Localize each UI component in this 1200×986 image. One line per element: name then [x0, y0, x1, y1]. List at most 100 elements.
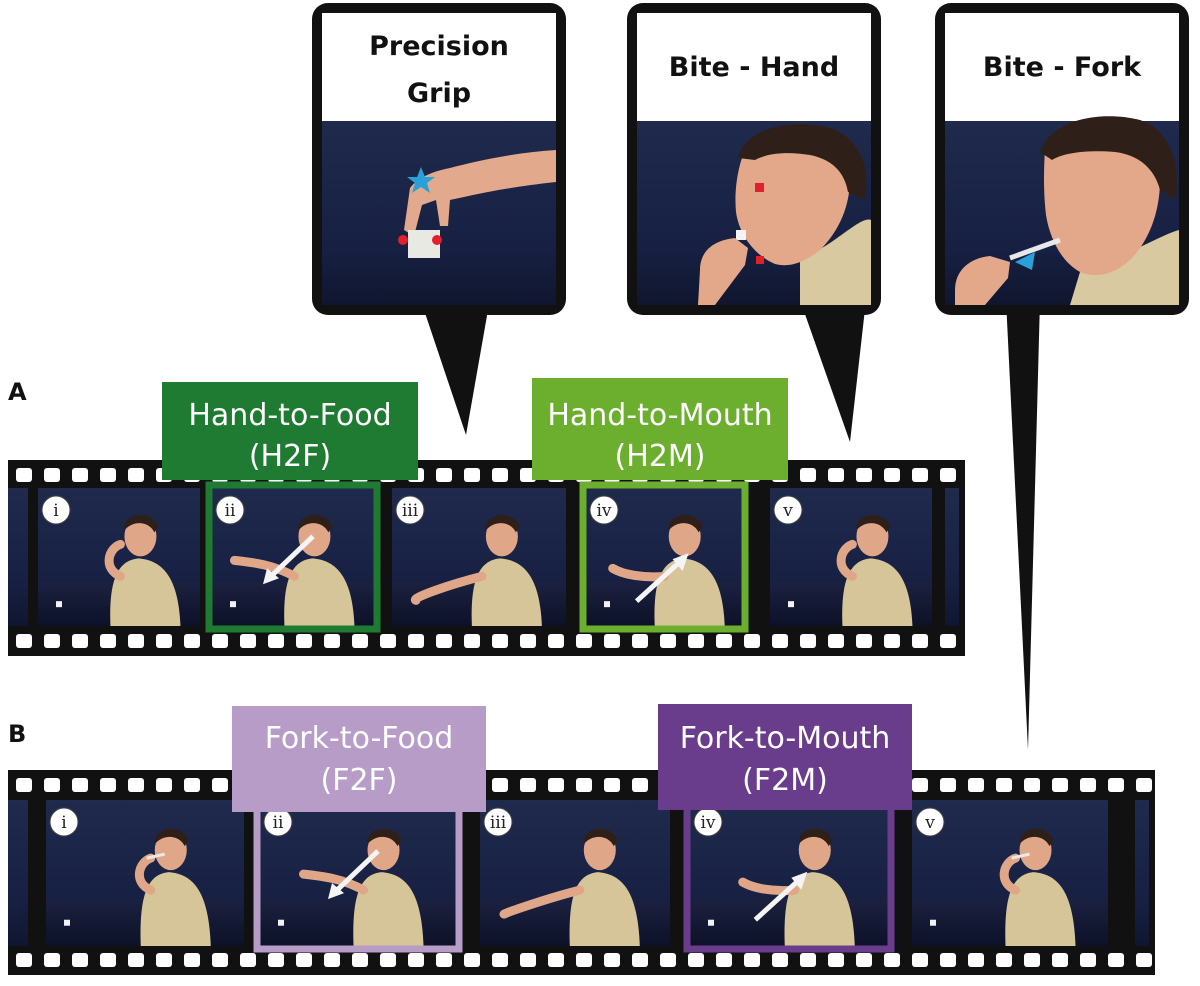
sprocket-hole — [324, 953, 340, 967]
sprocket-hole — [44, 953, 60, 967]
person-torso — [471, 558, 542, 626]
sprocket-hole — [604, 778, 620, 792]
sprocket-hole — [240, 953, 256, 967]
row-label-b: B — [8, 720, 26, 748]
person-hair — [298, 515, 333, 533]
sprocket-hole — [1136, 778, 1152, 792]
sprocket-hole — [72, 468, 88, 482]
sprocket-hole — [100, 468, 116, 482]
person-arm — [229, 555, 299, 581]
sprocket-hole — [1080, 778, 1096, 792]
sprocket-hole — [352, 953, 368, 967]
callout-title: Bite - Hand — [669, 52, 839, 83]
person-torso — [140, 872, 211, 946]
sprocket-hole — [884, 634, 900, 648]
sprocket-hole — [16, 953, 32, 967]
person-hair — [154, 828, 189, 847]
sprocket-hole — [716, 634, 732, 648]
phase-f2f-line-1: Fork-to-Food — [265, 721, 454, 756]
sprocket-hole — [772, 634, 788, 648]
sprocket-hole — [156, 778, 172, 792]
callout-title-line-2: Grip — [407, 78, 471, 109]
frame-number-badge — [215, 495, 245, 525]
film-frame-ii: ii — [260, 800, 456, 946]
frame-number-badge — [773, 495, 803, 525]
sprocket-hole — [44, 778, 60, 792]
sprocket-hole — [436, 634, 452, 648]
sprocket-hole — [268, 953, 284, 967]
sprocket-hole — [548, 634, 564, 648]
film-frame-i: i — [46, 800, 244, 946]
sprocket-hole — [660, 634, 676, 648]
phase-frame-border — [205, 481, 381, 633]
person-arm — [608, 563, 670, 582]
star-marker-icon — [407, 167, 435, 193]
person-torso — [842, 558, 913, 626]
sprocket-hole — [128, 634, 144, 648]
edge-frame — [8, 488, 28, 626]
sprocket-hole — [184, 953, 200, 967]
sprocket-hole — [912, 778, 928, 792]
edge-frame — [945, 488, 959, 626]
person-arm — [499, 885, 585, 919]
person-hair — [485, 515, 520, 533]
sprocket-hole — [828, 953, 844, 967]
sprocket-hole — [408, 953, 424, 967]
sprocket-hole — [16, 634, 32, 648]
sprocket-hole — [492, 953, 508, 967]
frame-number-badge — [49, 807, 79, 837]
person-head — [668, 516, 701, 557]
reach-arrow — [269, 534, 315, 579]
lift-arrow — [753, 877, 801, 922]
person-head — [856, 516, 889, 557]
sprocket-hole — [856, 468, 872, 482]
sprocket-hole — [828, 468, 844, 482]
sprocket-hole — [464, 634, 480, 648]
sprocket-hole — [464, 953, 480, 967]
phase-h2m-banner — [532, 378, 788, 480]
frame-number: iii — [402, 501, 419, 521]
person-arm — [104, 539, 125, 581]
sprocket-hole — [520, 778, 536, 792]
sprocket-hole — [72, 634, 88, 648]
callout-precision-grip: Precision Grip — [312, 3, 566, 435]
food-cube — [708, 919, 714, 926]
sprocket-hole — [184, 634, 200, 648]
bite-fork-photo — [955, 116, 1179, 305]
person-torso — [784, 872, 855, 946]
fork-utensil — [1011, 852, 1030, 860]
phase-f2f: Fork-to-Food (F2F) — [232, 706, 486, 812]
sprocket-hole — [800, 468, 816, 482]
person-hair — [668, 515, 703, 533]
sprocket-hole — [128, 778, 144, 792]
person-hair — [367, 828, 402, 847]
person-torso — [654, 558, 725, 626]
sprocket-hole — [44, 468, 60, 482]
person-arm — [135, 853, 156, 895]
food-cube — [278, 919, 284, 926]
phase-h2f-line-1: Hand-to-Food — [188, 398, 391, 433]
frame-number-badge — [483, 807, 513, 837]
film-frame-iv: iv — [690, 800, 888, 946]
sprocket-hole — [324, 634, 340, 648]
person-torso — [110, 558, 181, 626]
film-frame-v: v — [770, 488, 932, 626]
frame-number-badge — [589, 495, 619, 525]
callout-bite-hand: Bite - Hand — [627, 3, 881, 442]
frame-number: i — [61, 813, 67, 833]
sprocket-hole — [884, 953, 900, 967]
callout-title-line-1: Precision — [369, 31, 509, 62]
person-torso — [353, 872, 424, 946]
sprocket-hole — [856, 634, 872, 648]
sprocket-hole — [828, 634, 844, 648]
sprocket-hole — [100, 778, 116, 792]
person-arm — [299, 869, 369, 895]
sprocket-hole — [16, 778, 32, 792]
edge-frame — [1135, 800, 1149, 946]
person-head — [485, 516, 518, 557]
sprocket-hole — [576, 953, 592, 967]
sprocket-hole — [604, 953, 620, 967]
phase-h2f-banner — [162, 382, 418, 480]
